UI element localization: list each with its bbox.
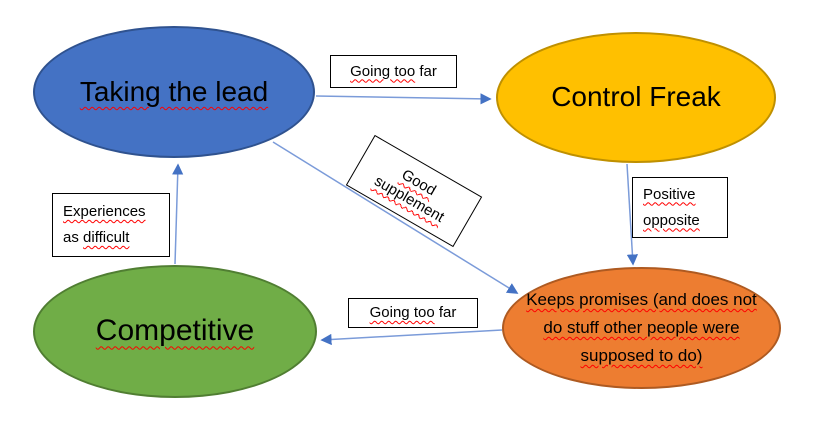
edge-label-going-too-far-bottom: Going too far bbox=[369, 304, 457, 321]
edge-label-positive-opposite-line-1: Positive bbox=[643, 185, 696, 203]
node-control-freak: Control Freak bbox=[496, 32, 776, 163]
arrow-lead-to-promises bbox=[272, 141, 519, 294]
node-label-keeps-promises-line-2: do stuff other people were bbox=[543, 318, 740, 337]
node-label-keeps-promises-line-3: supposed to do) bbox=[580, 346, 703, 365]
arrow-lead-to-control bbox=[315, 93, 492, 105]
label-box-experiences-as-difficult: Experiences as difficult bbox=[52, 193, 170, 257]
edge-label-going-too-far-top: Going too far bbox=[350, 62, 437, 80]
edge-label-experiences-line-1: Experiences bbox=[63, 203, 146, 220]
node-label-keeps-promises: Keeps promises (and does not do stuff ot… bbox=[520, 286, 763, 370]
label-box-going-too-far-bottom: Going too far bbox=[348, 298, 478, 328]
node-label-competitive: Competitive bbox=[95, 314, 255, 348]
node-taking-the-lead: Taking the lead bbox=[33, 26, 315, 158]
node-label-control-freak: Control Freak bbox=[551, 81, 721, 113]
node-label-keeps-promises-line-1: Keeps promises (and does not bbox=[526, 290, 757, 309]
arrow-control-to-promises bbox=[626, 163, 639, 266]
edge-label-experiences-line-2: as difficult bbox=[63, 229, 130, 246]
label-box-positive-opposite: Positive opposite bbox=[632, 177, 728, 238]
node-label-taking-the-lead: Taking the lead bbox=[79, 75, 269, 107]
node-keeps-promises: Keeps promises (and does not do stuff ot… bbox=[502, 267, 781, 389]
arrow-competitive-to-lead bbox=[172, 163, 184, 265]
node-competitive: Competitive bbox=[33, 265, 317, 398]
label-box-going-too-far-top: Going too far bbox=[330, 55, 457, 88]
arrow-promises-to-competitive bbox=[320, 329, 503, 346]
edge-label-positive-opposite-line-2: opposite bbox=[643, 211, 700, 229]
